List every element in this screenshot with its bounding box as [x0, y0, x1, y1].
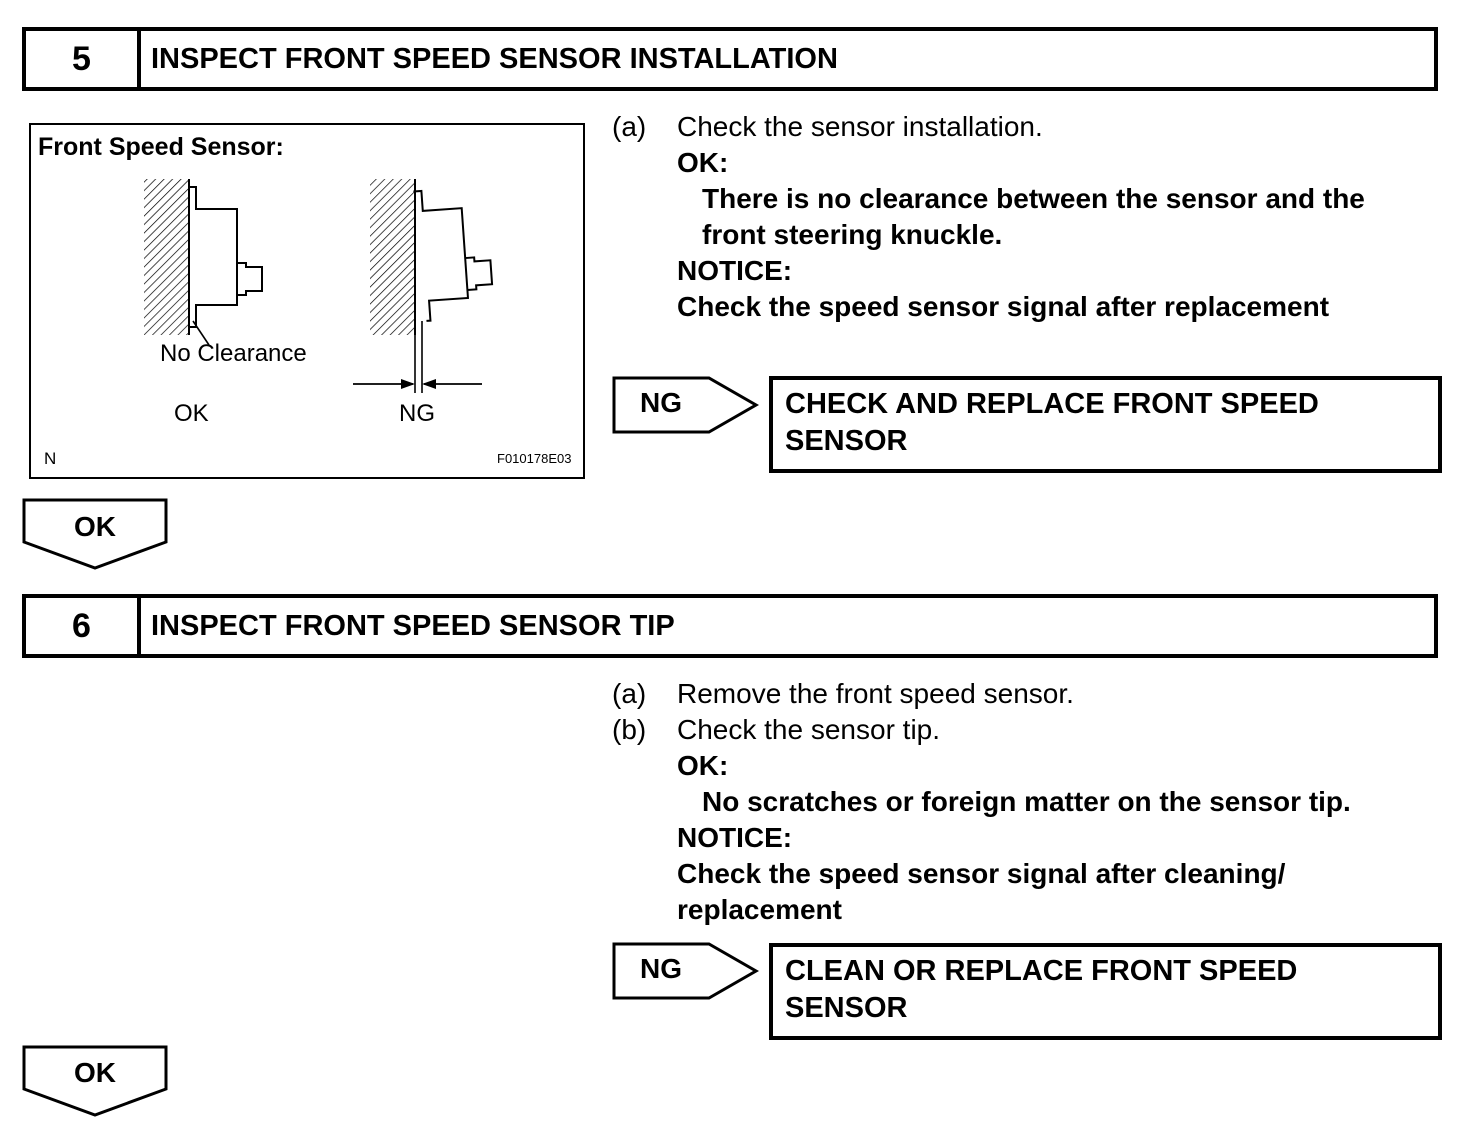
ng-result-box[interactable]: CHECK AND REPLACE FRONT SPEED SENSOR: [769, 376, 1442, 473]
notice-heading: NOTICE:: [677, 822, 793, 853]
instruction-text: Check the sensor installation.: [677, 111, 1043, 142]
ok-figure-label: OK: [174, 400, 209, 427]
step-number: 5: [26, 31, 141, 87]
notice-text: replacement: [677, 894, 842, 925]
notice-text: Check the speed sensor signal after clea…: [677, 858, 1286, 889]
instruction-line: (a) Remove the front speed sensor.: [612, 676, 1351, 712]
instruction-text: Remove the front speed sensor.: [677, 678, 1074, 709]
figure-caption: Front Speed Sensor:: [38, 133, 284, 161]
step-6-header: 6 INSPECT FRONT SPEED SENSOR TIP: [22, 594, 1438, 658]
ok-arrow-label: OK: [74, 511, 116, 542]
ng-result-line: SENSOR: [785, 425, 908, 457]
ng-arrow: [612, 376, 760, 434]
ok-arrow-label: OK: [74, 1057, 116, 1088]
ng-result-line: CHECK AND REPLACE FRONT SPEED: [785, 388, 1319, 420]
ok-arrow: [22, 498, 168, 570]
ok-criteria-line: No scratches or foreign matter on the se…: [702, 786, 1351, 817]
item-marker: (a): [612, 111, 647, 142]
ok-criteria-line: front steering knuckle.: [702, 219, 1003, 250]
ng-figure-label: NG: [399, 400, 435, 427]
item-marker: (b): [612, 714, 647, 745]
ok-arrow: [22, 1045, 168, 1117]
ok-heading: OK:: [677, 750, 729, 781]
knuckle-hatch-ng: [370, 179, 415, 335]
ng-arrow: [612, 942, 760, 1000]
step-number: 6: [26, 598, 141, 654]
notice-heading: NOTICE:: [677, 255, 793, 286]
ng-result-line: CLEAN OR REPLACE FRONT SPEED: [785, 955, 1298, 987]
sensor-body-ok: [189, 186, 238, 328]
no-clearance-leader: [192, 320, 210, 346]
ok-criteria-line: There is no clearance between the sensor…: [702, 183, 1365, 214]
instruction-line: (a) Check the sensor installation.: [612, 109, 1365, 145]
sensor-installation-figure: Front Speed Sensor: No Clearance OK: [29, 123, 585, 479]
knuckle-hatch-ok: [144, 179, 189, 335]
step-title: INSPECT FRONT SPEED SENSOR INSTALLATION: [151, 42, 838, 75]
instruction-line: (b) Check the sensor tip.: [612, 712, 1351, 748]
sensor-diagram: [144, 179, 494, 393]
ng-arrow-label: NG: [640, 387, 682, 418]
item-marker: (a): [612, 678, 647, 709]
ok-heading: OK:: [677, 147, 729, 178]
step-5-header: 5 INSPECT FRONT SPEED SENSOR INSTALLATIO…: [22, 27, 1438, 91]
sensor-body-ng: [413, 189, 470, 322]
step-5-instructions: (a) Check the sensor installation. OK: T…: [612, 109, 1365, 325]
step-title: INSPECT FRONT SPEED SENSOR TIP: [151, 609, 675, 642]
ng-result-line: SENSOR: [785, 992, 908, 1024]
step-6-instructions: (a) Remove the front speed sensor. (b) C…: [612, 676, 1351, 928]
ng-arrow-label: NG: [640, 953, 682, 984]
ng-result-box[interactable]: CLEAN OR REPLACE FRONT SPEED SENSOR: [769, 943, 1442, 1040]
no-clearance-label: No Clearance: [160, 340, 307, 367]
notice-text: Check the speed sensor signal after repl…: [677, 291, 1330, 322]
instruction-text: Check the sensor tip.: [677, 714, 941, 745]
figure-corner-mark: N: [44, 449, 57, 468]
figure-code: F010178E03: [497, 451, 572, 466]
